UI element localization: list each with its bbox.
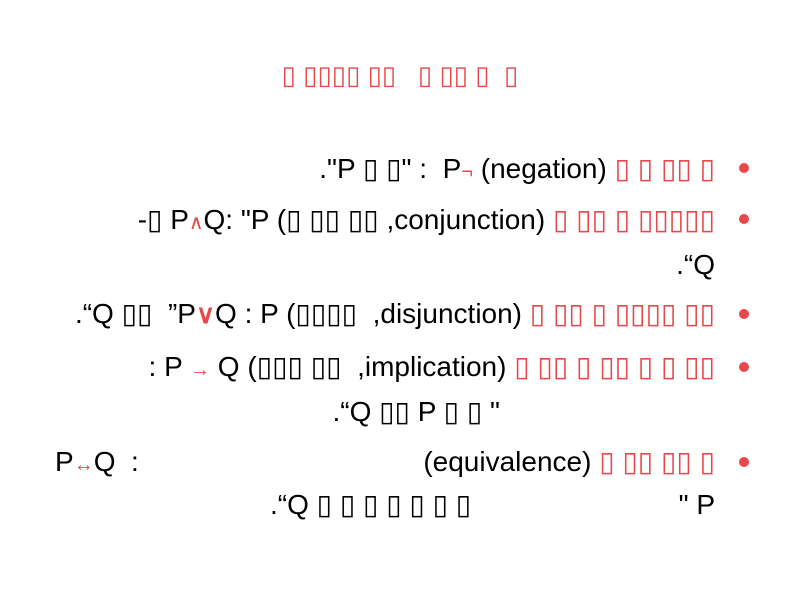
text: ."P ▯ ▯" : P (319, 153, 462, 184)
bullet-conjunction: -▯ P∧Q: "P (▯ ▯▯ ▯▯ ,conjunction) ▯ ▯▯ ▯… (138, 203, 715, 240)
bullet-dot (739, 362, 749, 372)
text: (equivalence) (423, 446, 600, 477)
bullet-continuation: .“Q ▯▯ P ▯ ▯ " (332, 396, 500, 427)
text: Q (▯▯▯ ▯▯ ,implication) (210, 351, 515, 382)
text: Q : P (▯▯▯▯ ,disjunction) (215, 298, 530, 329)
text: -▯ P (137, 204, 189, 235)
bullet-disjunction: .“Q ▯▯ ”P∨Q : P (▯▯▯▯ ,disjunction) ▯ ▯▯… (75, 297, 715, 331)
bullet-negation: ."P ▯ ▯" : P¬ (negation) ▯ ▯ ▯▯ ▯ (319, 152, 715, 189)
bullet-implication: : P → Q (▯▯▯ ▯▯ ,implication) ▯ ▯▯ ▯ ▯▯ … (149, 350, 715, 387)
bullet-continuation: .“Q (676, 249, 715, 280)
hebrew-term: ▯ ▯▯ ▯ ▯▯▯▯▯ (552, 204, 715, 235)
hebrew-term: ▯ ▯▯ ▯▯ ▯ (599, 446, 715, 477)
hebrew-term: ▯ ▯ ▯▯ ▯ (614, 153, 715, 184)
slide-title: ▯ ▯▯▯▯ ▯▯ ▯ ▯▯ ▯ ▯ (281, 60, 519, 90)
hebrew-term: ▯ ▯▯ ▯ ▯▯ ▯ ▯ ▯▯ (514, 351, 715, 382)
negation-symbol: ¬ (461, 161, 473, 183)
or-symbol: ∨ (195, 299, 216, 329)
bullet-continuation: .“Q ▯ ▯ ▯ ▯ ▯ ▯ ▯ (270, 489, 472, 520)
bullet-continuation: " P (678, 489, 715, 520)
text: : P (148, 351, 191, 382)
bullet-dot (739, 309, 749, 319)
text: (negation) (472, 153, 615, 184)
bullet-equivalence: (equivalence) ▯ ▯▯ ▯▯ ▯ (423, 445, 715, 479)
bullet-dot (739, 457, 749, 467)
equivalence-formula: P↔Q : (55, 445, 139, 482)
bullet-dot (739, 214, 749, 224)
text: Q : (93, 446, 139, 477)
text: P (55, 446, 74, 477)
text: .“Q ▯▯ ”P (74, 298, 196, 329)
hebrew-term: ▯ ▯▯ ▯ ▯▯▯▯ ▯▯ (529, 298, 715, 329)
bullet-dot (739, 163, 749, 173)
biconditional-symbol: ↔ (73, 454, 94, 476)
text: Q: "P (▯ ▯▯ ▯▯ ,conjunction) (203, 204, 553, 235)
arrow-symbol: → (190, 359, 211, 381)
and-symbol: ∧ (188, 212, 204, 234)
